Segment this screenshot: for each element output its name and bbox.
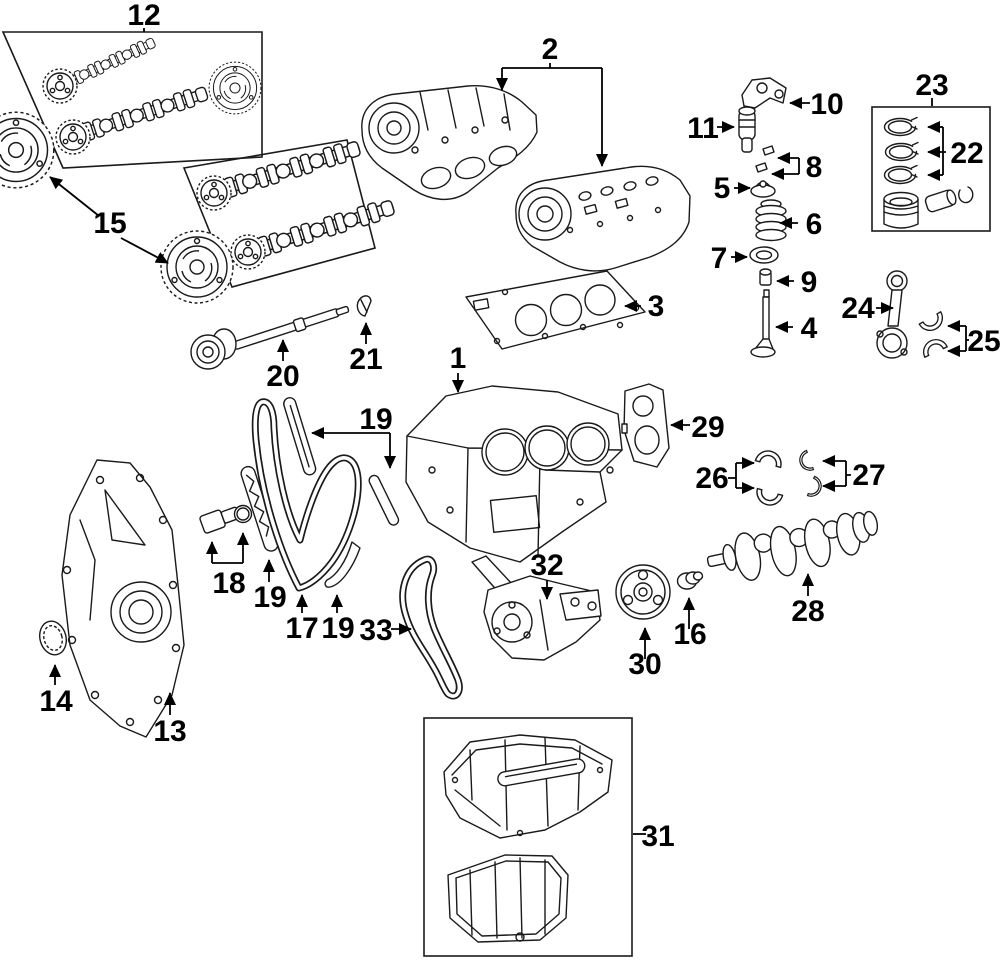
cylinder-head-right bbox=[515, 165, 691, 272]
callout-32: 32 bbox=[530, 549, 563, 582]
shaft-key bbox=[356, 295, 372, 317]
thrust-washers bbox=[796, 449, 825, 500]
callout-19-right: 19 bbox=[321, 612, 354, 645]
callout-14: 14 bbox=[39, 685, 73, 718]
crankshaft-gear bbox=[676, 571, 704, 590]
callout-31: 31 bbox=[641, 820, 674, 853]
callout-labels: 1 2 3 4 5 6 7 8 9 10 11 12 13 14 15 16 1… bbox=[39, 0, 1000, 853]
callout-3: 3 bbox=[648, 290, 665, 323]
callout-20: 20 bbox=[266, 360, 299, 393]
spring-seat bbox=[749, 246, 779, 264]
callout-33: 33 bbox=[359, 614, 392, 647]
callout-24: 24 bbox=[841, 292, 875, 325]
callout-5: 5 bbox=[714, 172, 731, 205]
callout-29: 29 bbox=[691, 411, 724, 444]
callout-2: 2 bbox=[542, 33, 559, 66]
timing-chain bbox=[251, 398, 362, 592]
valve-lifter bbox=[738, 106, 756, 153]
camshaft-3 bbox=[196, 137, 363, 211]
camshaft-phaser-gear bbox=[208, 61, 262, 115]
balance-shaft bbox=[190, 305, 350, 370]
main-bearings bbox=[753, 447, 785, 509]
callout-21: 21 bbox=[349, 343, 382, 376]
camshaft-sprocket-left bbox=[0, 111, 55, 189]
callout-13: 13 bbox=[153, 715, 186, 748]
camshaft-sprocket-lower bbox=[160, 230, 234, 304]
pin-clip bbox=[958, 186, 974, 204]
callout-6: 6 bbox=[806, 208, 823, 241]
piston-rings bbox=[883, 116, 919, 185]
oil-pan-box bbox=[423, 717, 633, 957]
chain-guide-bottom bbox=[324, 541, 361, 588]
head-gasket bbox=[465, 270, 646, 350]
camshaft-2 bbox=[55, 83, 210, 155]
chain-guide-top bbox=[283, 397, 317, 476]
valve-keepers bbox=[755, 145, 775, 173]
valve-stem-seal bbox=[759, 268, 772, 286]
engine-block bbox=[405, 385, 623, 563]
oil-pan-lower bbox=[447, 854, 569, 943]
spring-retainer bbox=[750, 180, 776, 198]
callout-25: 25 bbox=[967, 325, 1000, 358]
callout-1: 1 bbox=[450, 342, 467, 375]
callout-27: 27 bbox=[852, 459, 885, 492]
callout-7: 7 bbox=[711, 242, 728, 275]
piston bbox=[883, 191, 919, 229]
crankshaft bbox=[706, 510, 879, 581]
timing-cover bbox=[61, 459, 185, 738]
oil-pan-upper bbox=[443, 734, 613, 839]
callout-11: 11 bbox=[687, 112, 719, 145]
callout-8: 8 bbox=[806, 151, 823, 184]
callout-9: 9 bbox=[801, 266, 818, 299]
callout-22: 22 bbox=[950, 137, 983, 170]
callout-30: 30 bbox=[628, 648, 661, 681]
callout-28: 28 bbox=[791, 595, 824, 628]
callout-leader-lines bbox=[49, 28, 969, 835]
callout-4: 4 bbox=[801, 312, 818, 345]
callout-19-top: 19 bbox=[359, 403, 392, 436]
callout-16: 16 bbox=[673, 618, 706, 651]
crank-pulley bbox=[615, 564, 671, 620]
cylinder-head-left bbox=[361, 85, 538, 200]
callout-12: 12 bbox=[127, 0, 160, 32]
front-crank-seal bbox=[38, 620, 68, 656]
piston-pin bbox=[924, 189, 957, 213]
camshaft-1 bbox=[42, 35, 158, 104]
callout-23: 23 bbox=[915, 69, 948, 102]
rocker-arm bbox=[741, 77, 787, 109]
connecting-rod bbox=[876, 270, 908, 359]
callout-18: 18 bbox=[212, 567, 245, 600]
oil-pump-chain bbox=[399, 555, 463, 700]
callout-17: 17 bbox=[285, 612, 318, 645]
chain-guide-right bbox=[368, 474, 400, 526]
valve-spring bbox=[755, 199, 787, 242]
rod-bearings bbox=[918, 311, 948, 358]
end-plate bbox=[621, 383, 670, 468]
chain-tensioner bbox=[199, 504, 253, 534]
callout-19-left: 19 bbox=[253, 581, 286, 614]
callout-10: 10 bbox=[810, 88, 843, 121]
callout-15: 15 bbox=[93, 207, 126, 240]
piston-kit-box bbox=[871, 106, 991, 232]
callout-26: 26 bbox=[695, 462, 728, 495]
engine-valve bbox=[750, 289, 776, 358]
oil-pump bbox=[471, 555, 602, 661]
